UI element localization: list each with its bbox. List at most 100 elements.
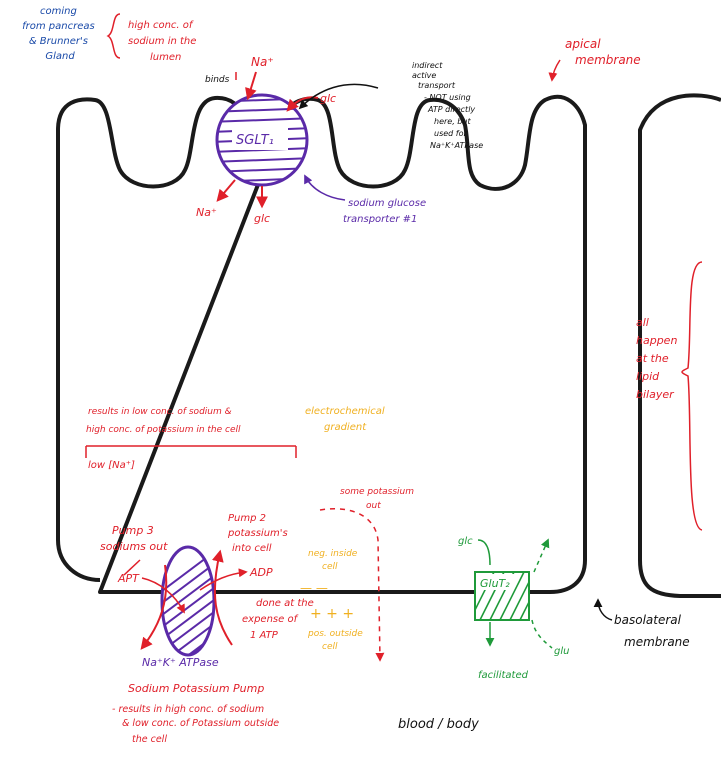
gradient-label: gradient <box>324 422 367 433</box>
lipid-note: all <box>636 316 649 329</box>
lipid-note: happen <box>636 334 677 347</box>
results-underline <box>85 445 297 458</box>
basolateral-arrow <box>593 598 613 621</box>
gradient-label: electrochemical <box>305 406 385 417</box>
sodium-out-arrow <box>140 564 168 650</box>
svg-text:- results in high conc. of sod: - results in high conc. of sodium & low … <box>112 704 282 745</box>
pump-name: Na⁺K⁺ ATPase <box>142 656 219 669</box>
svg-text:neg. inside cell: neg. inside cell <box>308 549 360 572</box>
lipid-bracket <box>681 261 703 531</box>
atp-arrow <box>141 577 185 614</box>
pump3-label: sodiums out <box>100 540 168 553</box>
pump2-label: Pump 2 <box>228 513 266 524</box>
svg-text:basolateral membrane: basolateral membrane <box>614 613 690 649</box>
atp-label: APT <box>117 572 140 585</box>
na-in-arrow <box>245 71 257 101</box>
indirect-note: transport <box>418 81 456 90</box>
sglt-glc-top: glc <box>320 92 336 105</box>
indirect-arrow <box>298 83 379 110</box>
sglt-full-name: transporter #1 <box>343 214 417 225</box>
svg-text:coming from pancreas &: coming from pancreas & Brunner's Gland <box>22 6 98 62</box>
not-atp-note: Na⁺K⁺ATPase <box>430 141 483 150</box>
lumen-source-line: coming <box>40 6 77 17</box>
pump2-label: potassium's <box>227 528 288 539</box>
lumen-conc-line: high conc. of <box>128 20 194 31</box>
pos-outside-note: cell <box>322 642 338 652</box>
pump2-label: into cell <box>232 543 272 554</box>
lumen-source-line: from pancreas <box>22 21 95 32</box>
svg-text:apical membrane: apical membrane <box>565 37 641 67</box>
adp-arrow <box>199 568 248 591</box>
neighbor-cell-membrane <box>638 93 721 598</box>
apical-label: apical <box>565 37 601 51</box>
na-out-arrow <box>216 179 236 202</box>
k-out-note: out <box>366 501 381 511</box>
svg-text:Pump 3 sodiums out: Pump 3 sodiums out <box>100 524 168 553</box>
svg-text:high conc. of sodium in th: high conc. of sodium in the lumen <box>128 20 200 63</box>
sglt-na-top: Na⁺ <box>251 55 274 69</box>
pump-results: - results in high conc. of sodium <box>112 704 264 715</box>
svg-text:electrochemical gradient: electrochemical gradient <box>305 406 388 433</box>
lipid-note: at the <box>636 352 669 365</box>
glut-glc-top: glc <box>458 536 473 547</box>
svg-text:all happen at the: all happen at the lipid bilayer <box>636 316 681 401</box>
pump3-arrow <box>123 559 141 576</box>
results-note: high conc. of potassium in the cell <box>86 425 241 435</box>
results-note: results in low conc. of sodium & <box>88 407 232 417</box>
svg-text:results in low conc. of sodium: results in low conc. of sodium & high co… <box>86 407 241 435</box>
pump3-label: Pump 3 <box>112 524 154 537</box>
neg-inside-note: cell <box>322 562 338 572</box>
binds-label: binds <box>205 75 230 85</box>
facilitated-label: facilitated <box>478 670 529 681</box>
basolateral-label: basolateral <box>614 613 682 627</box>
potassium-in-arrow <box>211 549 233 646</box>
svg-text:done at the expense of: done at the expense of 1 ATP <box>242 598 317 641</box>
sglt-na-bottom: Na⁺ <box>196 206 217 219</box>
lumen-source-line: & Brunner's <box>29 36 88 47</box>
svg-text:sodium glucose transporter: sodium glucose transporter #1 <box>343 198 429 225</box>
neg-signs: — — <box>300 581 328 595</box>
potassium-leak-arrow <box>319 508 385 662</box>
glut-glc-in-arrow <box>477 539 491 566</box>
neg-inside-note: neg. inside <box>308 549 358 559</box>
glut2-label: GluT₂ <box>480 577 510 590</box>
not-atp-note: here, but <box>434 117 471 126</box>
glut-up-arrow <box>533 538 550 573</box>
not-atp-note: used for <box>434 129 467 138</box>
indirect-note: indirect <box>412 61 443 70</box>
svg-text:some potassium out: some potassium out <box>340 487 417 511</box>
adp-label: ADP <box>249 566 273 579</box>
pump-results: & low conc. of Potassium outside <box>122 718 279 729</box>
cell-membrane <box>56 94 587 594</box>
svg-text:pos. outside cell: pos. outside cell <box>307 629 366 652</box>
lipid-note: bilayer <box>636 388 675 401</box>
lumen-conc-line: lumen <box>150 52 181 63</box>
svg-text:- NOT using ATP directly: - NOT using ATP directly here, but used … <box>424 93 483 150</box>
sglt-glc-bottom: glc <box>254 212 270 225</box>
pump-title: Sodium Potassium Pump <box>128 682 264 695</box>
lipid-note: lipid <box>636 370 660 383</box>
svg-text:Pump 2 potassium's int: Pump 2 potassium's into cell <box>227 513 291 554</box>
glut2-transporter <box>474 571 530 621</box>
pos-outside-note: pos. outside <box>307 629 363 639</box>
not-atp-note: - NOT using <box>424 93 471 102</box>
sglt-full-name: sodium glucose <box>348 198 426 209</box>
pump-results: the cell <box>132 734 167 745</box>
lumen-conc-line: sodium in the <box>128 36 196 47</box>
indirect-note: active <box>412 71 436 80</box>
sglt1-label: SGLT₁ <box>236 133 274 148</box>
apical-label: membrane <box>575 53 641 67</box>
lumen-source-line: Gland <box>45 51 75 62</box>
lumen-brace <box>106 13 121 59</box>
glut-glu-arrow <box>531 619 553 649</box>
expense-note: expense of <box>242 614 299 625</box>
expense-note: done at the <box>256 598 314 609</box>
svg-text:indirect active transp: indirect active transport <box>412 61 456 90</box>
low-na-label: low [Na⁺] <box>88 460 135 471</box>
expense-note: 1 ATP <box>250 630 279 641</box>
pos-signs: + + + <box>310 606 354 622</box>
apical-arrow <box>548 59 561 82</box>
glut-glc-bottom: glu <box>554 646 569 657</box>
